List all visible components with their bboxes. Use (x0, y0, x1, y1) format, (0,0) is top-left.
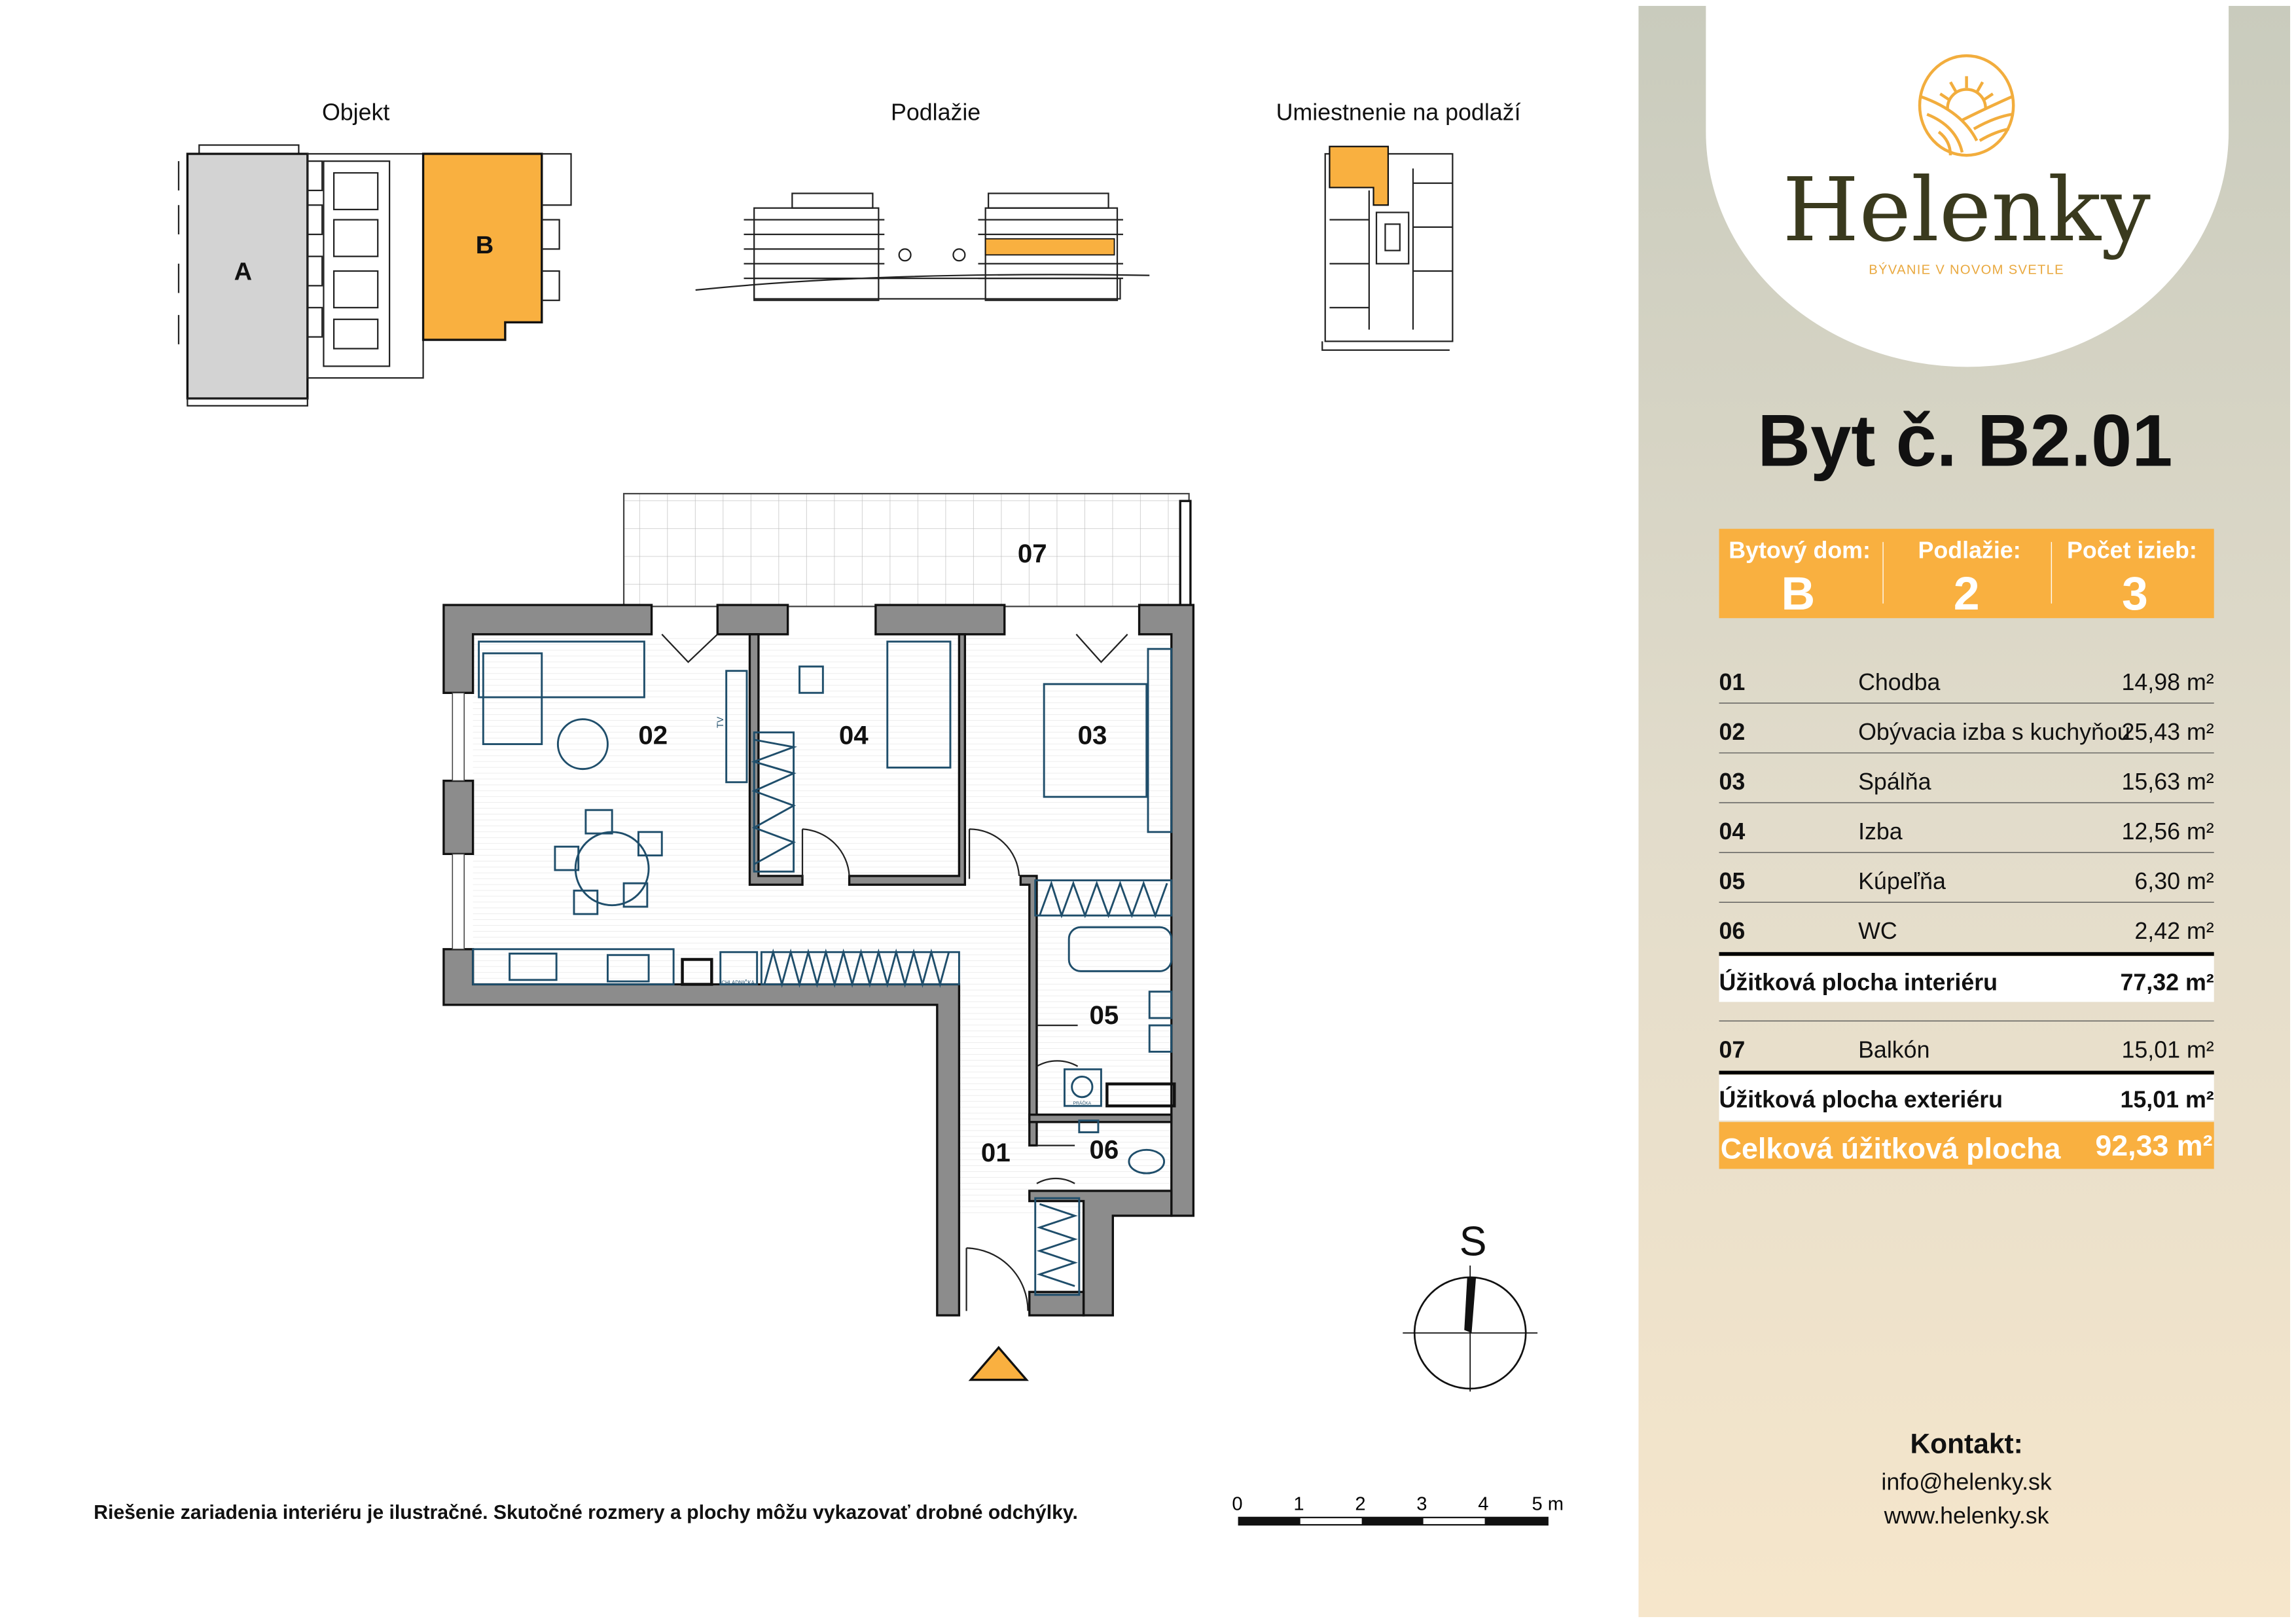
building-a (186, 153, 309, 400)
room-name: Kúpeľňa (1858, 868, 1946, 894)
room-label-07: 07 (1018, 539, 1047, 568)
room-number: 06 (1719, 918, 1746, 944)
interior-total-row (1719, 956, 2214, 1002)
room-label-01: 01 (981, 1138, 1011, 1167)
exterior-total-label: Úžitková plocha exteriéru (1719, 1086, 2003, 1112)
grand-total-label: Celková úžitková plocha (1721, 1133, 2062, 1165)
room-area: 14,98 m² (2121, 669, 2214, 695)
room-number: 05 (1719, 868, 1746, 894)
doors (661, 633, 1128, 1311)
summary-value-building: B (1781, 568, 1815, 620)
room-label-05: 05 (1089, 1000, 1119, 1030)
room-area: 15,01 m² (2121, 1036, 2214, 1063)
tv-label: TV (715, 717, 725, 728)
room-name: Izba (1858, 818, 1903, 845)
room-number: 04 (1719, 818, 1746, 845)
grand-total-row (1719, 1122, 2214, 1169)
room-number: 02 (1719, 719, 1746, 745)
fridge-label: CHLADNIČKA (721, 979, 755, 985)
scale-tick: 5 m (1532, 1494, 1564, 1515)
scale-tick: 0 (1232, 1494, 1242, 1515)
room-area: 25,43 m² (2121, 719, 2214, 745)
room-name: Spálňa (1858, 769, 1931, 795)
table-row: 03 Spálňa 15,63 m² (1719, 769, 2214, 803)
contact-web-link[interactable]: www.helenky.sk (1884, 1503, 2049, 1529)
podlazie-label: Podlažie (891, 100, 980, 126)
room-table: 01 Chodba 14,98 m² 02 Obývacia izba s ku… (1719, 669, 2214, 1169)
current-floor-highlight (984, 238, 1115, 256)
building-b-label: B (476, 232, 493, 259)
interior-total-label: Úžitková plocha interiéru (1719, 969, 1998, 995)
umiestnenie-label: Umiestnenie na podlaží (1276, 100, 1521, 126)
room-name: Obývacia izba s kuchyňou (1858, 719, 2130, 745)
table-row: 07 Balkón 15,01 m² (1719, 1036, 2214, 1063)
room-area: 12,56 m² (2121, 818, 2214, 845)
apartment-floor-plan: TV CHLADNIČKA PRÁČKA 07 02 04 03 05 01 0… (442, 492, 1195, 1381)
exterior-total-row (1719, 1075, 2214, 1121)
objekt-label: Objekt (322, 100, 389, 126)
room-label-06: 06 (1089, 1135, 1119, 1165)
logo-wordmark: Helenky (1782, 158, 2151, 261)
entrance-arrow-icon (968, 1345, 1029, 1381)
summary-label-building: Bytový dom: (1729, 537, 1871, 563)
contact-email-link[interactable]: info@helenky.sk (1881, 1468, 2052, 1495)
room-name: WC (1858, 918, 1897, 944)
table-row: 02 Obývacia izba s kuchyňou 25,43 m² (1719, 719, 2214, 754)
room-number: 07 (1719, 1036, 1746, 1063)
scale-tick: 2 (1355, 1494, 1365, 1515)
apartment-title: Byt č. B2.01 (1757, 400, 2172, 482)
umiestnenie-diagram (1321, 145, 1454, 351)
interior-total-area: 77,32 m² (2120, 969, 2214, 995)
room-label-02: 02 (638, 721, 668, 750)
washer-label: PRÁČKA (1073, 1100, 1092, 1106)
summary-label-floor: Podlažie: (1918, 537, 2021, 563)
scale-tick: 3 (1416, 1494, 1427, 1515)
table-row: 06 WC 2,42 m² (1719, 918, 2214, 944)
balcony (622, 492, 1190, 608)
scale-tick: 1 (1293, 1494, 1304, 1515)
summary-label-rooms: Počet izieb: (2067, 537, 2197, 563)
summary-box: Bytový dom: Podlažie: Počet izieb: B 2 3 (1719, 528, 2214, 620)
summary-value-rooms: 3 (2122, 568, 2148, 620)
contact-heading: Kontakt: (1910, 1429, 2022, 1459)
logo-tagline: BÝVANIE V NOVOM SVETLE (1869, 262, 2064, 277)
compass-icon: S (1403, 1218, 1538, 1392)
disclaimer: Riešenie zariadenia interiéru je ilustra… (94, 1502, 1078, 1523)
room-area: 15,63 m² (2121, 769, 2214, 795)
summary-value-floor: 2 (1954, 568, 1980, 620)
building-a-label: A (234, 258, 252, 285)
furniture (472, 640, 1176, 1296)
table-row: 01 Chodba 14,98 m² (1719, 669, 2214, 704)
exterior-total-area: 15,01 m² (2120, 1086, 2214, 1112)
table-row: 04 Izba 12,56 m² (1719, 818, 2214, 853)
room-label-03: 03 (1078, 721, 1107, 750)
scale-tick: 4 (1478, 1494, 1488, 1515)
logo-icon (1918, 54, 2015, 157)
info-panel: Helenky BÝVANIE V NOVOM SVETLE Byt č. B2… (1638, 6, 2291, 1617)
contact-block: Kontakt: info@helenky.sk www.helenky.sk (1881, 1429, 2052, 1528)
objekt-diagram: A B (177, 144, 572, 407)
scale-bar: 0 1 2 3 4 5 m (1232, 1494, 1564, 1526)
table-row: 05 Kúpeľňa 6,30 m² (1719, 868, 2214, 903)
room-area: 2,42 m² (2134, 918, 2214, 944)
logo-arch (1706, 6, 2229, 367)
room-label-04: 04 (839, 721, 869, 750)
apartment-location-highlight (1329, 145, 1390, 206)
room-area: 6,30 m² (2134, 868, 2214, 894)
compass-label: S (1460, 1218, 1487, 1264)
room-number: 03 (1719, 769, 1746, 795)
room-name: Chodba (1858, 669, 1940, 695)
room-number: 01 (1719, 669, 1746, 695)
grand-total-area: 92,33 m² (2095, 1129, 2212, 1162)
room-name: Balkón (1858, 1036, 1929, 1063)
podlazie-diagram (695, 192, 1150, 301)
